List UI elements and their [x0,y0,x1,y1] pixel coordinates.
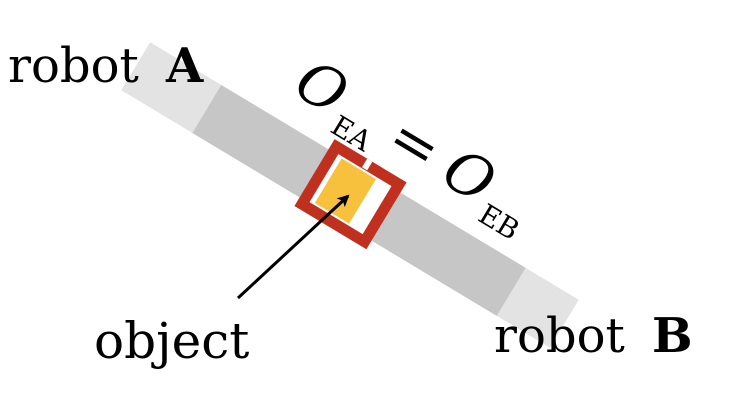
object-block [314,158,376,224]
equation-rhs-subscript: EB [473,197,525,246]
gripper-gap [362,158,373,171]
robot-a-letter: A [165,38,204,94]
robot-a-prefix: robot [8,38,139,94]
robot-a-label: robot A [8,38,204,94]
robot-b-label: robot B [494,308,693,364]
object-label: object [94,312,249,370]
robot-b-prefix: robot [494,308,625,364]
robot-b-letter: B [652,308,693,364]
object-arrow [236,194,350,300]
